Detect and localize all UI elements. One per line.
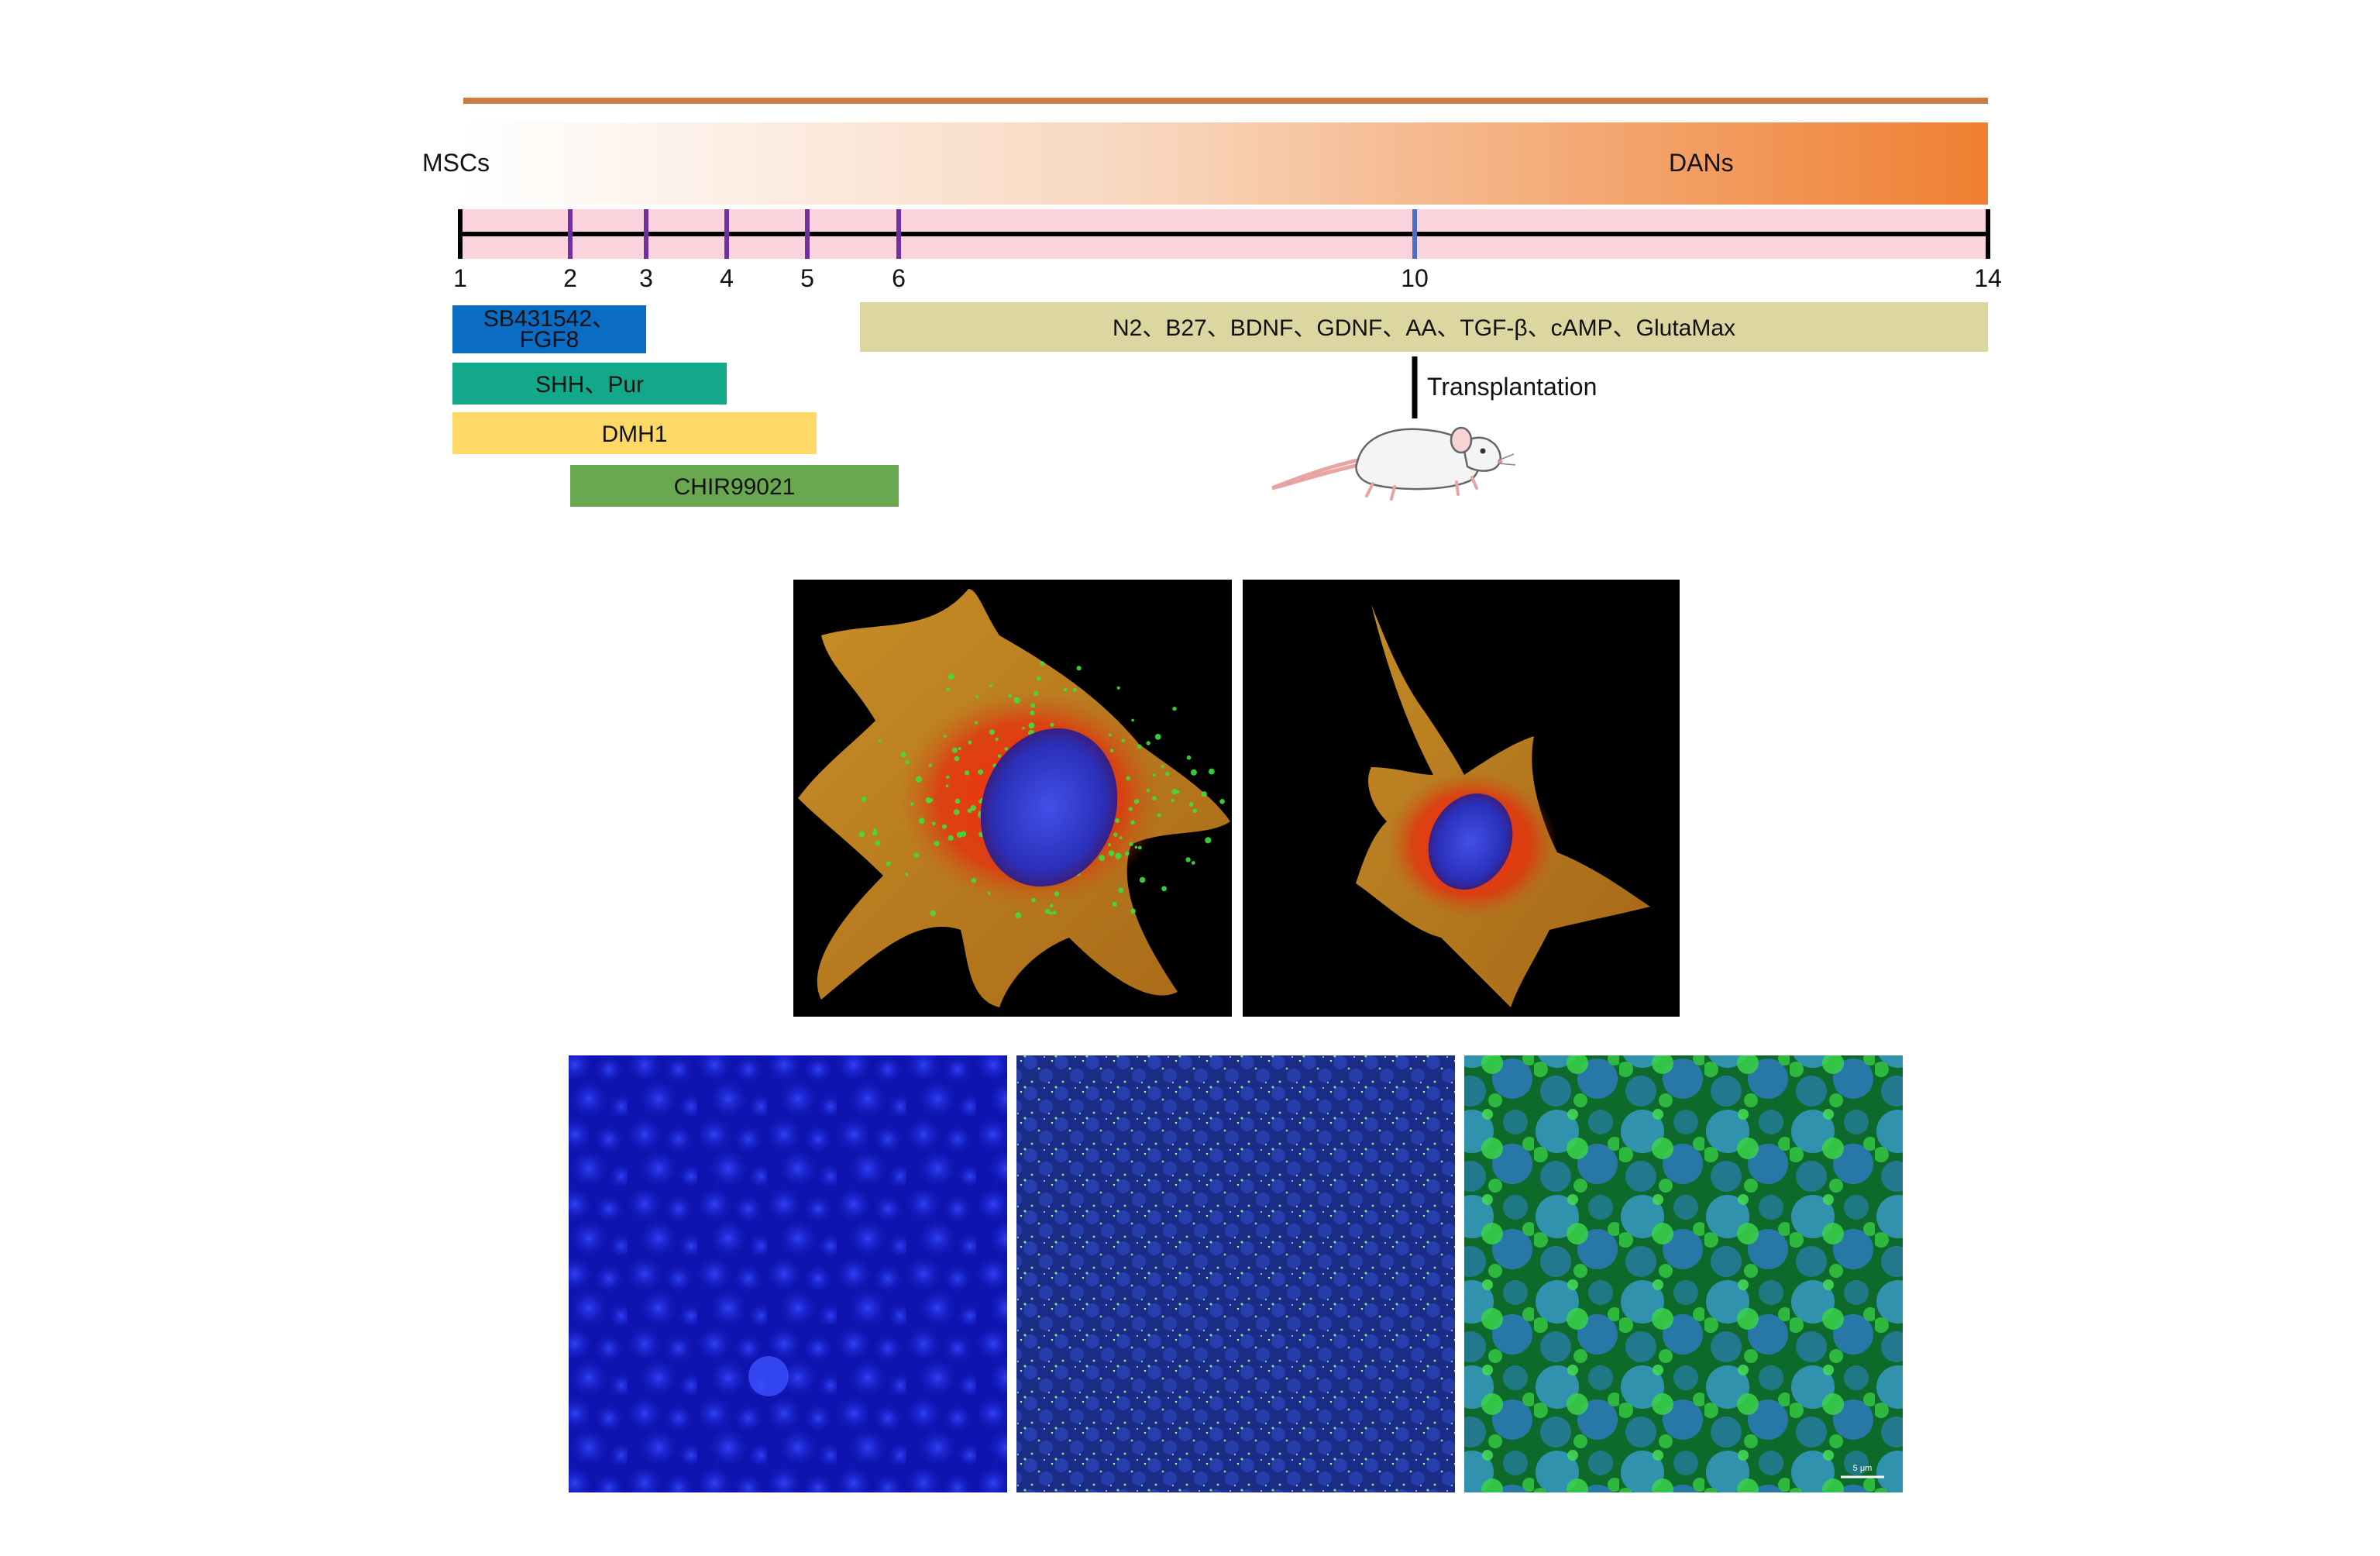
day-label-5: 5 xyxy=(800,264,814,292)
treatment-label: SHH、Pur xyxy=(535,372,644,398)
treatment-label: CHIR99021 xyxy=(674,474,796,500)
treatment-bar xyxy=(570,465,899,507)
micrograph-tissue-sparse-green xyxy=(1016,1055,1455,1492)
nucleus xyxy=(980,728,1118,887)
day-label-2: 2 xyxy=(563,264,577,292)
treatment-sb-fgf8: SB431542、FGF8 xyxy=(452,305,646,353)
micrograph-cell-2 xyxy=(1243,580,1680,1017)
scale-bar-label: 5 μm xyxy=(1853,1464,1873,1473)
treatment-chir: CHIR99021 xyxy=(570,465,899,507)
differentiation-gradient-band xyxy=(463,122,1988,205)
day-label-3: 3 xyxy=(639,264,653,292)
treatment-label: DMH1 xyxy=(601,422,667,447)
transplantation-label: Transplantation xyxy=(1427,373,1597,401)
micrograph-tissue-dense-green: 5 μm xyxy=(1464,1055,1903,1492)
treatment-bar xyxy=(452,412,817,454)
nucleus xyxy=(1428,793,1513,890)
mouse-icon xyxy=(1271,426,1516,501)
treatment-maturation: N2、B27、BDNF、GDNF、AA、TGF-β、cAMP、GlutaMax xyxy=(860,302,1988,352)
day-label-6: 6 xyxy=(892,264,906,292)
treatment-bar xyxy=(452,305,646,353)
treatment-label: N2、B27、BDNF、GDNF、AA、TGF-β、cAMP、GlutaMax xyxy=(1113,315,1735,341)
micrograph-tissue-dapi xyxy=(569,1055,1007,1492)
start-cell-label: MSCs xyxy=(422,149,490,177)
day-label-14: 14 xyxy=(1974,264,2002,292)
timeline: MSCs DANs 1 2 3 4 5 6 10 14 xyxy=(422,98,2002,292)
treatment-label-line1: SB431542、 xyxy=(483,306,615,332)
day-label-1: 1 xyxy=(453,264,467,292)
day-labels: 1 2 3 4 5 6 10 14 xyxy=(453,264,2002,292)
day-label-10: 10 xyxy=(1401,264,1429,292)
treatment-bar xyxy=(860,302,1988,352)
day-ticks xyxy=(568,209,1417,259)
treatment-bar xyxy=(452,363,727,404)
end-cell-label: DANs xyxy=(1669,149,1734,177)
treatment-shh-pur: SHH、Pur xyxy=(452,363,727,404)
day-label-4: 4 xyxy=(720,264,734,292)
treatment-dmh1: DMH1 xyxy=(452,412,817,454)
transplantation-marker: Transplantation xyxy=(1412,356,1597,418)
treatment-label-line2: FGF8 xyxy=(520,327,580,353)
micrograph-cell-1 xyxy=(793,580,1232,1017)
